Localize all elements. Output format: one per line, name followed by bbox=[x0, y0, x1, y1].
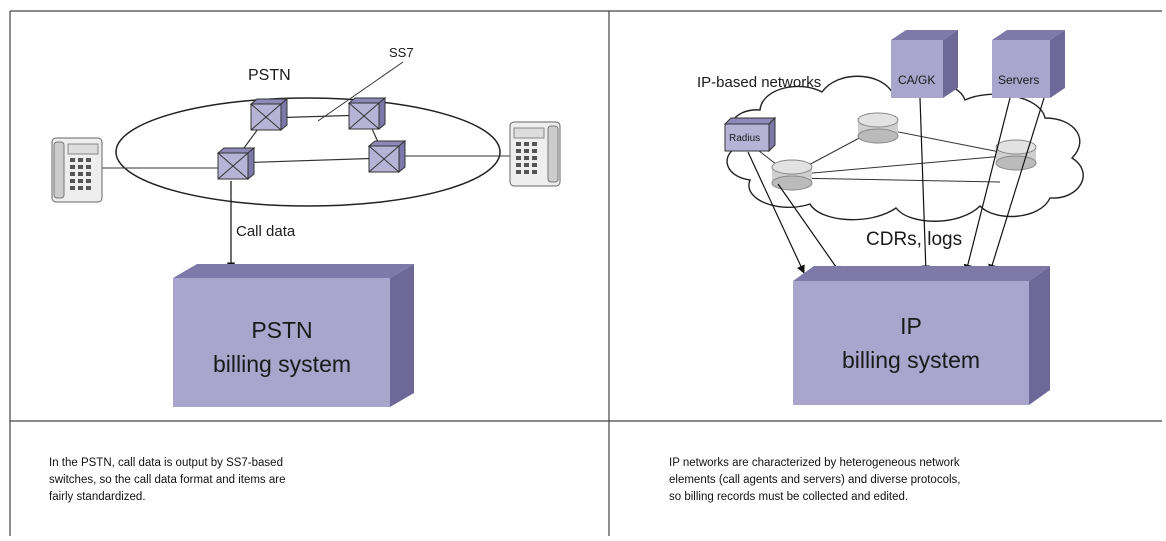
telephone-icon bbox=[51, 137, 103, 203]
pstn-network-ellipse bbox=[115, 97, 501, 207]
pstn-billing-system-box bbox=[173, 264, 414, 407]
pstn-billing-subtitle: billing system bbox=[213, 351, 351, 377]
caption-line: IP networks are characterized by heterog… bbox=[669, 457, 960, 469]
switch-icon bbox=[347, 96, 387, 131]
caption-line: switches, so the call data format and it… bbox=[49, 474, 286, 486]
pstn-panel: PSTN SS7 Call data PSTN billing system bbox=[51, 45, 561, 407]
pstn-billing-title: PSTN bbox=[251, 317, 312, 343]
ip-caption: IP networks are characterized by heterog… bbox=[669, 455, 1149, 506]
ip-network-label: IP-based networks bbox=[697, 74, 821, 91]
ss7-pointer-line bbox=[317, 61, 404, 122]
caption-line: so billing records must be collected and… bbox=[669, 491, 909, 503]
radius-label: Radius bbox=[729, 133, 760, 144]
ss7-label: SS7 bbox=[389, 45, 414, 60]
switch-icon bbox=[216, 146, 256, 181]
panel-frame bbox=[9, 10, 1162, 536]
pstn-caption: In the PSTN, call data is output by SS7-… bbox=[49, 455, 569, 506]
pstn-network-label: PSTN bbox=[248, 67, 291, 84]
ca-gk-label: CA/GK bbox=[898, 73, 935, 87]
ip-network-cloud bbox=[726, 75, 1084, 222]
router-icon bbox=[771, 159, 813, 191]
servers-box bbox=[992, 30, 1065, 98]
ip-billing-subtitle: billing system bbox=[842, 347, 980, 373]
ca-gk-server-box bbox=[891, 30, 958, 98]
servers-label: Servers bbox=[998, 73, 1039, 87]
cdrs-logs-label: CDRs, logs bbox=[866, 229, 962, 250]
ip-panel: IP-based networks CA/GK Servers Radius C… bbox=[697, 30, 1084, 405]
telephone-icon bbox=[509, 121, 561, 187]
caption-line: In the PSTN, call data is output by SS7-… bbox=[49, 457, 283, 469]
switch-icon bbox=[367, 139, 407, 174]
caption-line: fairly standardized. bbox=[49, 491, 146, 503]
radius-server-box bbox=[723, 116, 777, 153]
switch-icon bbox=[249, 97, 289, 132]
record-arrows bbox=[747, 97, 1045, 275]
router-icon bbox=[995, 139, 1037, 171]
ip-billing-system-box bbox=[793, 266, 1050, 405]
caption-line: elements (call agents and servers) and d… bbox=[669, 474, 961, 486]
call-data-label: Call data bbox=[236, 223, 296, 240]
router-icon bbox=[857, 112, 899, 144]
ip-billing-title: IP bbox=[900, 313, 922, 339]
